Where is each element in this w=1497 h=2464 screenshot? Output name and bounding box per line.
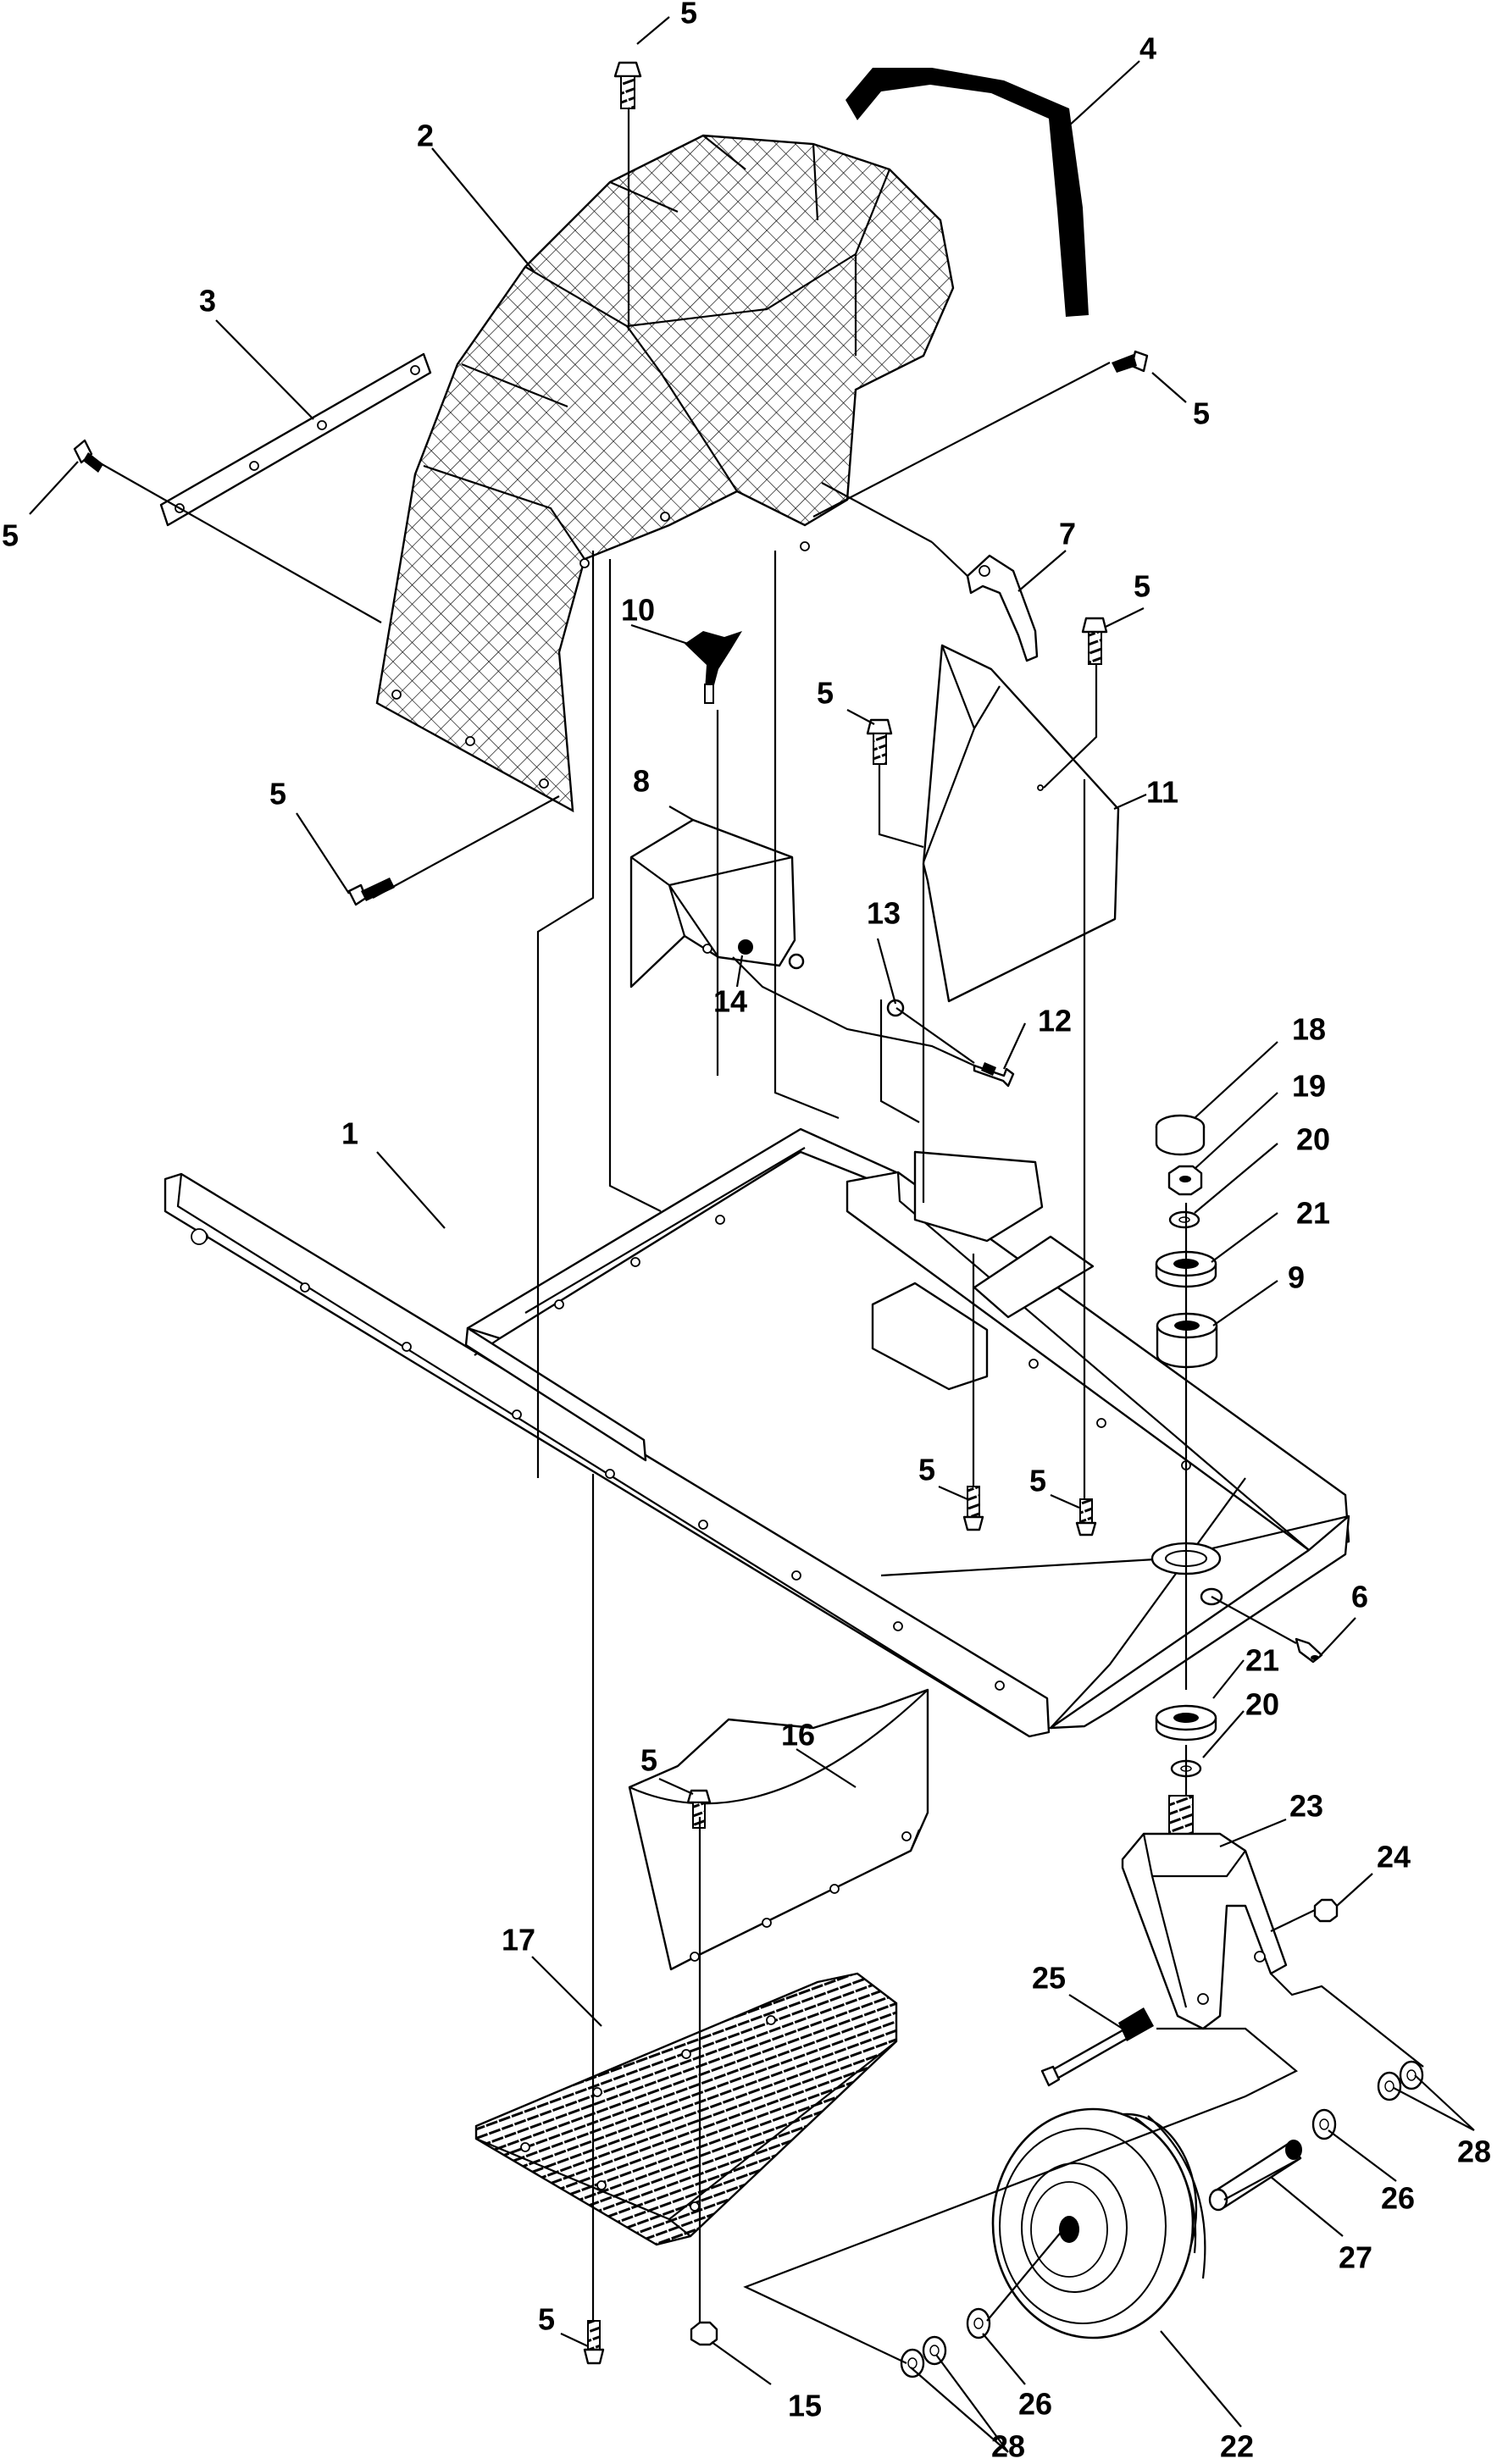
callout-8: 8 <box>633 764 650 799</box>
callout-5: 5 <box>817 676 834 711</box>
callout-22: 22 <box>1220 2429 1254 2464</box>
callout-19: 19 <box>1292 1069 1326 1104</box>
part-17-step-grate <box>474 1972 898 2246</box>
callout-6: 6 <box>1351 1580 1368 1614</box>
callout-26: 26 <box>1381 2181 1415 2216</box>
callout-21: 21 <box>1296 1196 1330 1231</box>
part-21-bearing-lower <box>1155 1704 1217 1741</box>
part-27-spacer-tube <box>1208 2140 1302 2212</box>
part-20-washer-upper <box>1168 1210 1200 1229</box>
part-26-washer-right <box>1311 2108 1337 2140</box>
callout-5: 5 <box>640 1743 657 1778</box>
callout-28: 28 <box>991 2429 1025 2464</box>
part-7-bracket <box>966 554 1039 662</box>
part-3-flat-bar <box>159 352 432 527</box>
part-23-caster-fork <box>1121 1795 1288 2030</box>
callout-13: 13 <box>867 896 901 931</box>
part-11-side-shield <box>922 644 1120 1003</box>
assembly-lines <box>97 108 1424 2364</box>
callout-4: 4 <box>1139 31 1156 66</box>
part-24-nut <box>1313 1898 1339 1923</box>
part-5-bolts <box>73 61 1149 2365</box>
part-2-mesh-guard <box>375 134 955 813</box>
part-8-box-cover <box>629 818 796 988</box>
part-12-bolt <box>973 1062 1015 1088</box>
callout-5: 5 <box>918 1453 935 1487</box>
part-15-nut <box>690 2321 718 2346</box>
part-25-axle-bolt <box>1040 2007 1154 2087</box>
callout-5: 5 <box>1134 569 1150 604</box>
callout-26: 26 <box>1018 2387 1052 2422</box>
callout-14: 14 <box>713 984 747 1019</box>
part-28-washers-right <box>1377 2060 1424 2101</box>
callout-20: 20 <box>1296 1122 1330 1157</box>
callout-5: 5 <box>538 2302 555 2337</box>
callout-24: 24 <box>1377 1840 1411 1874</box>
callout-7: 7 <box>1059 517 1076 551</box>
callout-9: 9 <box>1288 1260 1305 1295</box>
callout-15: 15 <box>788 2389 822 2423</box>
callout-10: 10 <box>621 593 655 628</box>
part-13-nut <box>788 953 905 1017</box>
callout-25: 25 <box>1032 1961 1066 1996</box>
part-18-cap <box>1155 1114 1206 1156</box>
leader-lines <box>29 16 1475 2453</box>
callout-5: 5 <box>680 0 697 30</box>
callout-3: 3 <box>199 284 216 318</box>
callout-16: 16 <box>781 1718 815 1752</box>
callout-5: 5 <box>1193 396 1210 431</box>
part-19-nut <box>1167 1165 1203 1196</box>
callout-20: 20 <box>1245 1687 1279 1722</box>
part-4-belt-strip <box>846 68 1089 317</box>
callout-11: 11 <box>1146 775 1178 810</box>
callout-23: 23 <box>1289 1789 1323 1824</box>
callout-1: 1 <box>341 1116 358 1151</box>
callout-5: 5 <box>2 518 19 553</box>
callout-21: 21 <box>1245 1643 1279 1678</box>
callout-2: 2 <box>417 119 434 153</box>
callout-12: 12 <box>1038 1004 1072 1038</box>
part-6-fitting <box>1295 1637 1323 1664</box>
callout-18: 18 <box>1292 1012 1326 1047</box>
part-16-curved-shield <box>628 1688 929 1971</box>
callout-28: 28 <box>1457 2135 1491 2169</box>
callout-27: 27 <box>1339 2240 1372 2275</box>
callout-17: 17 <box>502 1923 535 1957</box>
part-14-nut <box>738 939 753 955</box>
part-28-washers-left <box>900 2335 947 2378</box>
callout-5: 5 <box>1029 1464 1046 1498</box>
callout-5: 5 <box>269 777 286 811</box>
part-26-washer-left <box>966 2307 991 2339</box>
part-10-star-knob <box>685 631 742 704</box>
part-22-wheel <box>991 2107 1206 2339</box>
